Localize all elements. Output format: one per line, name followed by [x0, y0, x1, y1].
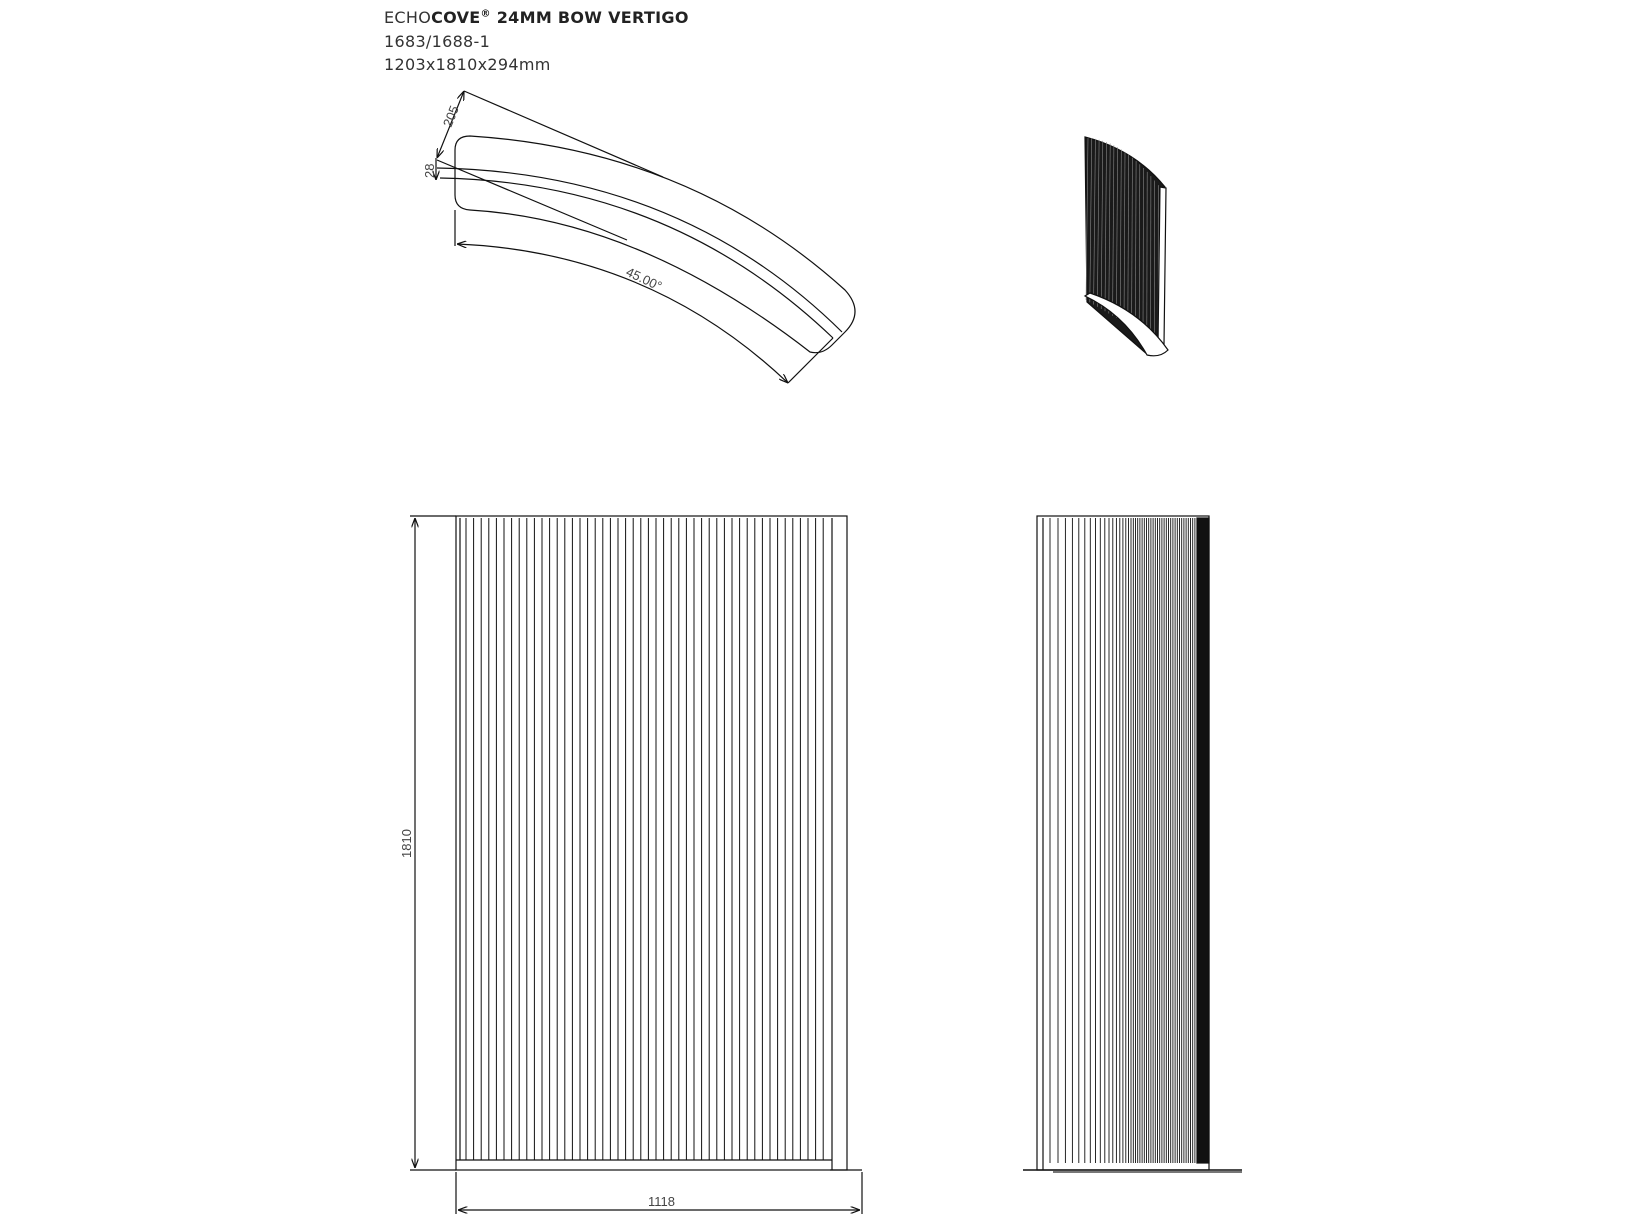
brand-bold: COVE [431, 8, 481, 27]
slat-line [1123, 151, 1126, 323]
product-title: ECHOCOVE® 24MM BOW VERTIGO [384, 8, 689, 27]
dim-205-label: 205 [440, 103, 462, 129]
registered-mark: ® [480, 8, 491, 20]
product-name: 24MM BOW VERTIGO [490, 8, 689, 27]
plan-view [436, 90, 856, 384]
front-view [410, 515, 863, 1214]
slat-line [1138, 164, 1141, 332]
dim-1118-label: 1118 [648, 1194, 675, 1209]
dim-angle-label: 45.00° [624, 264, 665, 294]
extension-line [463, 90, 664, 178]
extension-line [787, 337, 834, 384]
plan-inner-line [436, 167, 843, 333]
slat-line [1093, 138, 1096, 305]
slat-line [1100, 140, 1104, 310]
slat-line [1097, 139, 1100, 307]
product-size: 1203x1810x294mm [384, 55, 551, 74]
plan-outline [454, 135, 856, 354]
isometric-view [1083, 136, 1169, 357]
slat-line [1089, 138, 1092, 303]
slat-line [1116, 147, 1118, 319]
extension-line [436, 159, 628, 241]
product-code: 1683/1688-1 [384, 32, 491, 51]
slat-line [1131, 157, 1133, 328]
dim-1810-label: 1810 [399, 829, 414, 858]
slat-line [1112, 145, 1115, 316]
slat-line [1085, 137, 1089, 301]
slat-line [1127, 154, 1129, 325]
dim-28-label: 28 [422, 164, 437, 178]
slat-line [1108, 143, 1111, 314]
side-view [1023, 515, 1242, 1173]
slat-line [1104, 141, 1107, 312]
slat-line [1119, 149, 1122, 321]
brand-light: ECHO [384, 8, 432, 27]
dim-angle-arc [457, 244, 788, 383]
slat-line [1142, 167, 1144, 334]
slat-line [1135, 160, 1137, 330]
dim-205-line [437, 91, 464, 158]
